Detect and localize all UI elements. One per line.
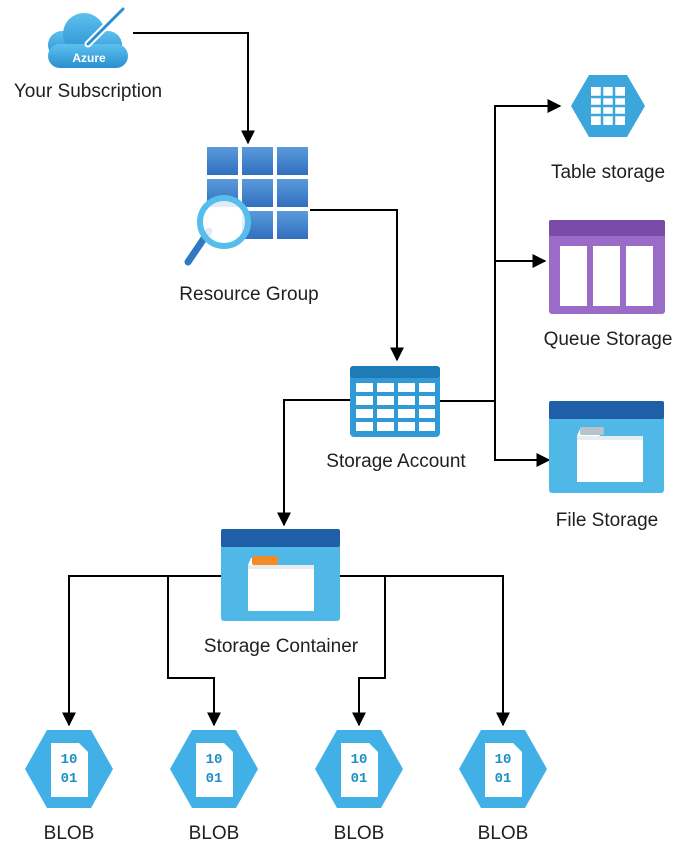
- blob-bits-bottom: 01: [351, 771, 368, 787]
- file-storage-icon: [549, 401, 664, 493]
- blob-icon: 10 01: [315, 730, 403, 808]
- blob-label: BLOB: [189, 823, 240, 844]
- queue-storage-icon: [549, 220, 665, 314]
- resource-group-label: Resource Group: [179, 284, 318, 305]
- azure-badge-text: Azure: [72, 51, 106, 65]
- blob-icon: 10 01: [25, 730, 113, 808]
- blob-node: 10 01 BLOB: [459, 730, 547, 844]
- table-storage-node: Table storage: [551, 75, 665, 183]
- storage-account-label: Storage Account: [326, 451, 466, 472]
- blob-node: 10 01 BLOB: [25, 730, 113, 844]
- azure-cloud-icon: Azure: [48, 5, 128, 68]
- storage-account-icon: [350, 366, 440, 437]
- blob-icon: 10 01: [459, 730, 547, 808]
- file-storage-label: File Storage: [556, 510, 658, 531]
- magnifier-icon: [184, 195, 251, 266]
- connector-storage-account-file-storage: [494, 401, 551, 467]
- storage-container-icon: [221, 529, 340, 621]
- connector-storage-account-storage-container: [277, 399, 350, 527]
- blob-bits-top: 10: [495, 752, 512, 768]
- blob-bits-top: 10: [61, 752, 78, 768]
- subscription-node: Azure Your Subscription: [14, 5, 162, 102]
- queue-storage-node: Queue Storage: [544, 220, 673, 350]
- blob-node: 10 01 BLOB: [170, 730, 258, 844]
- file-storage-node: File Storage: [549, 401, 664, 531]
- table-storage-icon: [571, 75, 645, 137]
- blob-bits-bottom: 01: [206, 771, 223, 787]
- connector-container-blob-4: [340, 575, 510, 727]
- connector-subscription-resource-group: [133, 32, 255, 145]
- storage-container-label: Storage Container: [204, 636, 359, 657]
- blob-label: BLOB: [478, 823, 529, 844]
- resource-group-icon: [184, 147, 308, 266]
- connector-storage-account-table-storage: [440, 99, 562, 402]
- resource-group-node: Resource Group: [179, 147, 319, 305]
- connector-container-blob-1: [62, 575, 221, 727]
- blob-bits-top: 10: [206, 752, 223, 768]
- subscription-label: Your Subscription: [14, 81, 162, 102]
- connector-container-blob-2: [167, 576, 221, 727]
- blob-bits-bottom: 01: [495, 771, 512, 787]
- table-storage-label: Table storage: [551, 162, 665, 183]
- blob-node: 10 01 BLOB: [315, 730, 403, 844]
- connectors: [62, 32, 562, 727]
- storage-container-node: Storage Container: [204, 529, 359, 657]
- connector-resource-group-storage-account: [310, 209, 404, 362]
- blob-label: BLOB: [44, 823, 95, 844]
- blob-icon: 10 01: [170, 730, 258, 808]
- pencil-icon: [84, 5, 127, 48]
- blob-label: BLOB: [334, 823, 385, 844]
- storage-account-node: Storage Account: [326, 366, 466, 472]
- queue-storage-label: Queue Storage: [544, 329, 673, 350]
- blob-bits-bottom: 01: [61, 771, 78, 787]
- blob-bits-top: 10: [351, 752, 368, 768]
- connector-container-blob-3: [352, 576, 386, 727]
